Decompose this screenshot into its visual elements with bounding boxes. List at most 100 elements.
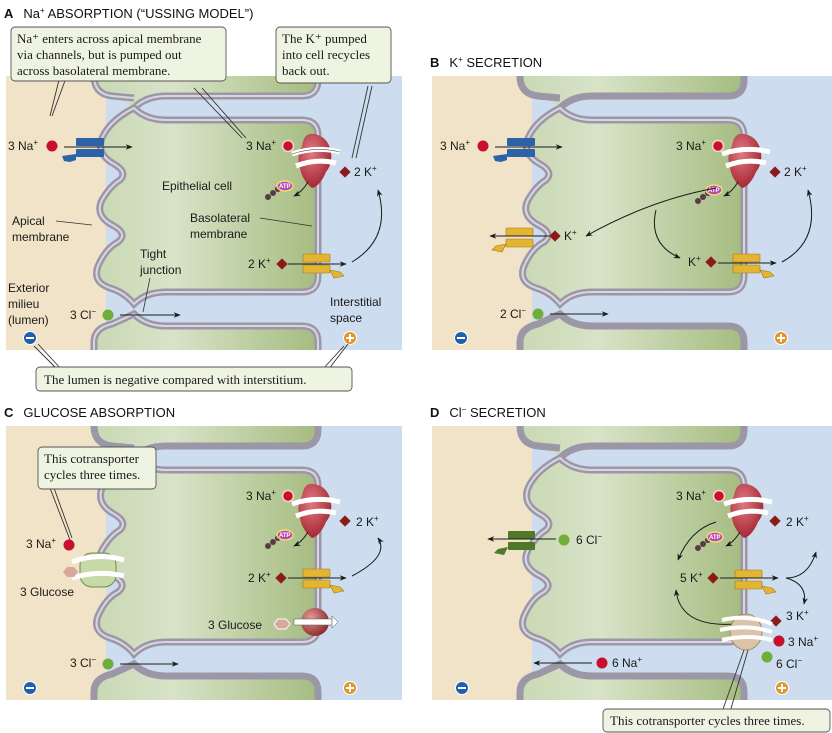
svg-text:This cotransporter cycles thre: This cotransporter cycles three times. <box>610 713 805 728</box>
k-ion-icon <box>770 615 782 627</box>
basolateral-membrane-label: Basolateral <box>190 211 250 225</box>
k-ion-icon <box>705 256 717 268</box>
atp-icon: ATP <box>695 531 724 551</box>
cl-ion-icon <box>102 658 114 670</box>
na-ion-icon <box>477 140 489 152</box>
k-channel-icon <box>734 569 777 595</box>
panel-a-content: 3 Na+ 3 Na+ 2 K+ ATP Epithelial cell Api… <box>8 26 392 392</box>
epithelial-cell-label: Epithelial cell <box>162 179 232 193</box>
plus-badge-icon <box>343 331 357 345</box>
chan-k-label: 2 K+ <box>248 256 271 271</box>
minus-badge-icon <box>23 331 37 345</box>
chan-k-label: 5 K+ <box>680 570 703 585</box>
na-ion-icon <box>46 140 58 152</box>
na-ion-icon <box>281 139 295 153</box>
na-ion-icon <box>596 657 608 669</box>
svg-text:membrane: membrane <box>190 227 248 241</box>
cl-label: 3 Cl− <box>70 307 96 322</box>
apical-na-label: 3 Na+ <box>8 138 38 153</box>
apical-k-label: K+ <box>564 228 577 243</box>
cl-ion-icon <box>761 651 773 663</box>
apical-glucose-label: 3 Glucose <box>20 585 74 599</box>
na-ion-icon <box>281 489 295 503</box>
callout-lumen-negative: The lumen is negative compared with inte… <box>33 343 353 392</box>
minus-badge-icon <box>454 331 468 345</box>
pump-na-label: 3 Na+ <box>676 488 706 503</box>
pump-k-label: 2 K+ <box>354 164 377 179</box>
k-ion-icon <box>339 515 351 527</box>
na-ion-icon <box>712 489 726 503</box>
sglt-cotransporter-icon <box>71 552 125 588</box>
panel-a-scene <box>6 75 402 350</box>
cl-ion-icon <box>558 534 570 546</box>
svg-text:milieu: milieu <box>8 297 39 311</box>
pump-k-label: 2 K+ <box>786 514 809 529</box>
para-na-label: 6 Na+ <box>612 655 642 670</box>
k-ion-icon <box>276 258 288 270</box>
pump-na-label: 3 Na+ <box>246 488 276 503</box>
na-k-atpase-pump-icon <box>723 483 773 538</box>
na-channel-icon <box>493 138 535 162</box>
svg-text:ATP: ATP <box>709 535 721 541</box>
svg-text:Na⁺ enters across apical membr: Na⁺ enters across apical membrane <box>17 31 202 46</box>
chan-k-label: 2 K+ <box>248 570 271 585</box>
k-ion-icon <box>707 572 719 584</box>
k-ion-icon <box>339 166 351 178</box>
cl-ion-icon <box>102 309 114 321</box>
svg-text:This cotransporter: This cotransporter <box>44 451 140 466</box>
svg-text:back out.: back out. <box>282 63 330 78</box>
k-ion-icon <box>275 572 287 584</box>
interstitial-space-label: Interstitial <box>330 295 381 309</box>
panel-c-scene <box>6 425 402 700</box>
na-k-atpase-pump-icon <box>291 483 341 538</box>
callout-d-cotransporter: This cotransporter cycles three times. <box>602 649 831 733</box>
k-channel-icon <box>732 253 775 279</box>
exterior-milieu-label: Exterior <box>8 281 49 295</box>
plus-badge-icon <box>774 331 788 345</box>
svg-text:into cell recycles: into cell recycles <box>282 47 370 62</box>
callout-k-recycle: The K⁺ pumped into cell recycles back ou… <box>275 26 392 159</box>
cl-label: 3 Cl− <box>70 655 96 670</box>
minus-badge-icon <box>23 681 37 695</box>
baso-glucose-label: 3 Glucose <box>208 618 262 632</box>
panel-d-content: 6 Cl− 3 Na+ 2 K+ ATP 5 K+ 3 K+ <box>455 483 831 733</box>
svg-text:cycles three times.: cycles three times. <box>44 467 140 482</box>
svg-text:across basolateral membrane.: across basolateral membrane. <box>17 63 170 78</box>
cl-label: 2 Cl− <box>500 306 526 321</box>
na-k-atpase-pump-icon <box>721 133 771 188</box>
glut-transporter-icon <box>293 608 339 636</box>
apical-na-label: 3 Na+ <box>440 138 470 153</box>
plus-badge-icon <box>343 681 357 695</box>
panel-b-content: 3 Na+ 3 Na+ 2 K+ ATP <box>440 133 813 345</box>
pump-na-label: 3 Na+ <box>676 138 706 153</box>
callout-na-absorption: Na⁺ enters across apical membrane via ch… <box>10 26 247 139</box>
k-ion-icon <box>769 515 781 527</box>
apical-membrane-label: Apical <box>12 214 45 228</box>
glucose-icon <box>63 567 78 577</box>
svg-text:membrane: membrane <box>12 230 70 244</box>
nkcc-cotransporter-icon <box>719 613 773 651</box>
na-k-atpase-pump-icon <box>291 133 341 188</box>
baso-k-label: K+ <box>688 254 701 269</box>
pump-k-label: 2 K+ <box>356 514 379 529</box>
svg-text:space: space <box>330 311 362 325</box>
plus-badge-icon <box>775 681 789 695</box>
cl-ion-icon <box>532 308 544 320</box>
na-ion-icon <box>63 539 75 551</box>
minus-badge-icon <box>455 681 469 695</box>
svg-text:via channels, but is pumped ou: via channels, but is pumped out <box>17 47 182 62</box>
svg-text:The lumen is negative compared: The lumen is negative compared with inte… <box>44 372 306 387</box>
k-channel-icon <box>302 568 345 594</box>
glucose-icon <box>273 618 291 630</box>
apical-na-label: 3 Na+ <box>26 536 56 551</box>
k-ion-icon <box>549 230 561 242</box>
svg-text:The K⁺ pumped: The K⁺ pumped <box>282 31 367 46</box>
atp-icon: ATP <box>265 529 294 549</box>
svg-text:ATP: ATP <box>279 184 291 190</box>
svg-text:junction: junction <box>139 263 181 277</box>
